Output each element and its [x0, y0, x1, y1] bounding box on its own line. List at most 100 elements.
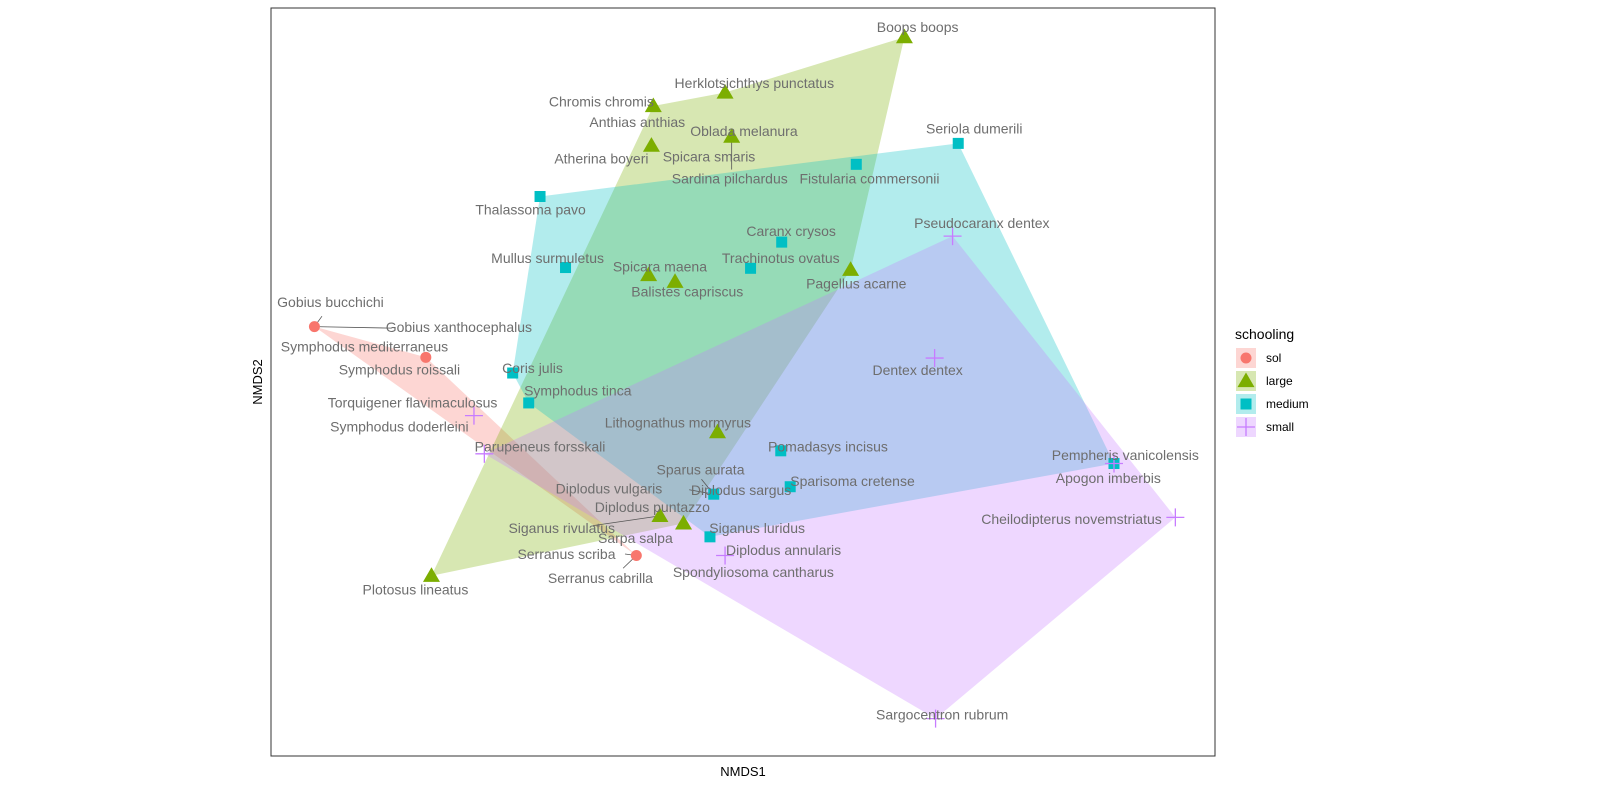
label-plotosus-lineatus: Plotosus lineatus	[363, 581, 469, 597]
point-plotosus-lineatus	[422, 567, 440, 582]
label-sparisoma-cretense: Sparisoma cretense	[790, 473, 915, 489]
label-lithognathus-mormyrus: Lithognathus mormyrus	[605, 415, 751, 431]
point-atherina-boyeri	[642, 137, 660, 152]
point-siganus-luridus	[704, 531, 716, 543]
leader-line-2	[592, 515, 660, 527]
label-mullus-surmuletus: Mullus surmuletus	[491, 250, 604, 266]
point-diplodus-annularis	[716, 546, 735, 565]
point-sargocentron-rubrum	[926, 709, 945, 728]
label-serranus-scriba: Serranus scriba	[517, 546, 615, 562]
hull-layer	[314, 37, 1176, 719]
label-sparus-aurata: Sparus aurata	[657, 462, 745, 478]
label-spicara-maena: Spicara maena	[613, 258, 707, 274]
point-trachinotus-ovatus	[745, 262, 757, 274]
point-seriola-dumerili	[952, 137, 964, 149]
point-pseudocaranx-dentex	[943, 227, 962, 246]
label-thalassoma-pavo: Thalassoma pavo	[475, 201, 586, 217]
point-dentex-dentex	[925, 349, 944, 368]
label-siganus-rivulatus: Siganus rivulatus	[508, 520, 615, 536]
label-apogon-imberbis: Apogon imberbis	[1056, 470, 1161, 486]
label-torquigener-flavimaculosus: Torquigener flavimaculosus	[328, 394, 498, 410]
label-seriola-dumerili: Seriola dumerili	[926, 121, 1022, 137]
label-chromis-chromis: Chromis chromis	[549, 94, 654, 110]
hull-sol	[314, 326, 637, 556]
point-layer	[308, 28, 1185, 728]
point-spicara-maena	[640, 266, 658, 282]
label-symphodus-doderleini: Symphodus doderleini	[330, 418, 469, 434]
point-coris-julis	[507, 367, 519, 379]
label-diplodus-annularis: Diplodus annularis	[726, 542, 841, 558]
label-diplodus-sargus: Diplodus sargus	[691, 482, 791, 498]
point-caranx-crysos	[776, 236, 788, 248]
label-parupeneus-forsskali: Parupeneus forsskali	[475, 439, 606, 455]
point-oblada-melanura	[723, 128, 741, 143]
label-pseudocaranx-dentex: Pseudocaranx dentex	[914, 215, 1049, 231]
legend-label-small: small	[1266, 420, 1294, 434]
y-axis-title: NMDS2	[250, 359, 265, 405]
label-pempheris-vanicolensis: Pempheris vanicolensis	[1052, 447, 1199, 463]
label-dentex-dentex: Dentex dentex	[872, 362, 962, 378]
label-gobius-bucchichi: Gobius bucchichi	[277, 294, 384, 310]
label-balistes-capriscus: Balistes capriscus	[631, 284, 743, 300]
label-sardina-pilchardus: Sardina pilchardus	[672, 171, 788, 187]
point-gobius-bucchichi	[308, 321, 320, 333]
legend-key-sol	[1240, 352, 1252, 364]
label-fistularia-commersonii: Fistularia commersonii	[799, 171, 939, 187]
point-pagellus-acarne	[842, 261, 860, 276]
point-torquigener-flavimaculosus	[464, 406, 483, 425]
point-boops-boops	[895, 28, 913, 44]
label-pomadasys-incisus: Pomadasys incisus	[768, 439, 888, 455]
point-diplodus-sargus	[708, 488, 720, 500]
label-sargocentron-rubrum: Sargocentron rubrum	[876, 706, 1008, 722]
legend-label-sol: sol	[1266, 351, 1281, 365]
label-boops-boops: Boops boops	[877, 19, 959, 35]
label-oblada-melanura: Oblada melanura	[690, 123, 798, 139]
point-chromis-chromis	[644, 97, 662, 113]
point-symphodus-mediterraneus	[420, 351, 432, 363]
point-pomadasys-incisus	[775, 445, 787, 457]
label-spicara-smaris: Spicara smaris	[663, 148, 756, 164]
point-sparisoma-cretense	[784, 481, 796, 493]
label-caranx-crysos: Caranx crysos	[746, 223, 835, 239]
point-cheilodipterus-novemstriatus	[1166, 508, 1185, 527]
point-symphodus-tinca	[523, 397, 535, 409]
point-mullus-surmuletus	[560, 262, 572, 274]
label-gobius-xanthocephalus: Gobius xanthocephalus	[386, 319, 532, 335]
x-axis-title: NMDS1	[720, 764, 766, 779]
label-symphodus-tinca: Symphodus tinca	[524, 382, 632, 398]
point-balistes-capriscus	[666, 273, 684, 288]
point-herklotsichthys-punctatus	[716, 84, 734, 99]
label-pagellus-acarne: Pagellus acarne	[806, 275, 907, 291]
legend-label-large: large	[1266, 374, 1293, 388]
point-diplodus-puntazzo	[651, 507, 669, 523]
label-coris-julis: Coris julis	[502, 360, 563, 376]
legend-key-medium	[1240, 398, 1252, 410]
legend: schooling sol large medium small	[1235, 326, 1309, 437]
legend-label-medium: medium	[1266, 397, 1309, 411]
label-diplodus-vulgaris: Diplodus vulgaris	[556, 480, 663, 496]
point-lithognathus-mormyrus	[709, 423, 727, 439]
label-atherina-boyeri: Atherina boyeri	[554, 151, 648, 167]
point-fistularia-commersonii	[850, 158, 862, 170]
point-apogon-imberbis	[1104, 454, 1123, 473]
hull-small	[484, 236, 1176, 719]
point-thalassoma-pavo	[534, 190, 546, 202]
hull-medium	[512, 143, 1114, 537]
legend-title: schooling	[1235, 326, 1294, 342]
point-sarpa-salpa	[675, 514, 693, 530]
legend-key-small	[1237, 418, 1255, 436]
plot-panel-border	[270, 7, 1216, 757]
label-spondyliosoma-cantharus: Spondyliosoma cantharus	[673, 564, 834, 580]
hull-large	[431, 37, 905, 576]
legend-key-large	[1237, 372, 1255, 388]
label-diplodus-puntazzo: Diplodus puntazzo	[595, 499, 710, 515]
label-siganus-luridus: Siganus luridus	[709, 520, 805, 536]
label-anthias-anthias: Anthias anthias	[589, 114, 685, 130]
label-herklotsichthys-punctatus: Herklotsichthys punctatus	[675, 75, 835, 91]
label-serranus-cabrilla: Serranus cabrilla	[548, 570, 653, 586]
label-symphodus-mediterraneus: Symphodus mediterraneus	[281, 338, 448, 354]
point-symphodus-doderleini	[475, 444, 494, 463]
